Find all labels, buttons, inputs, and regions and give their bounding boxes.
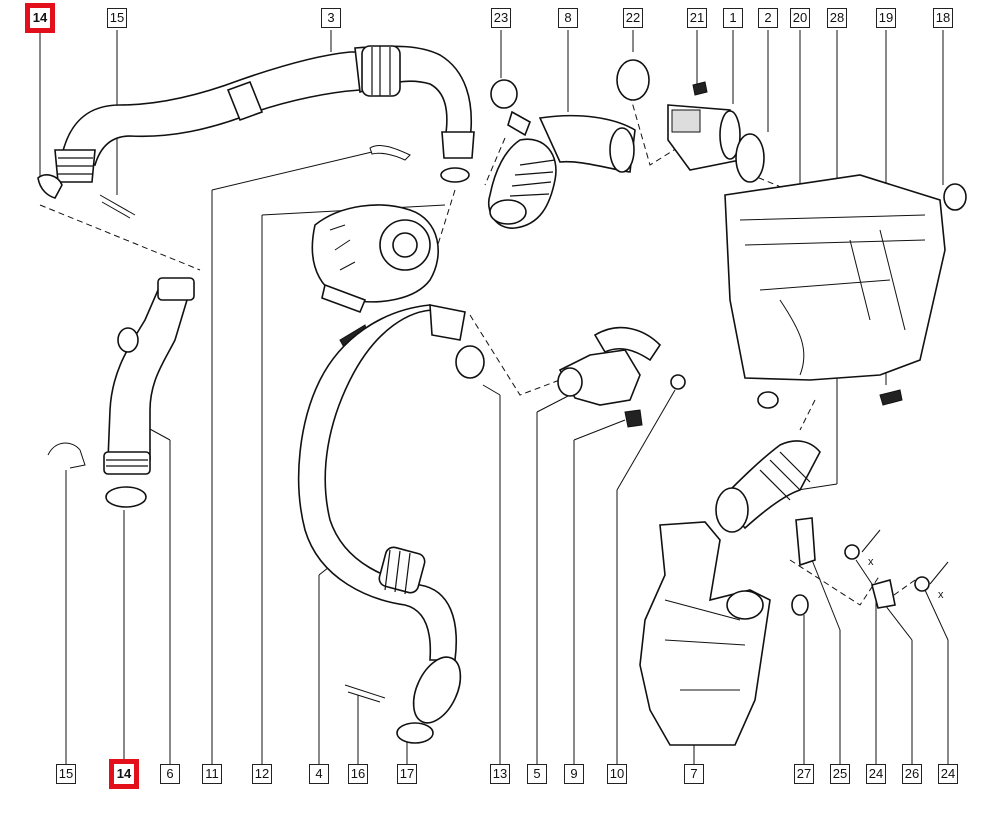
callout-top-23: 23 [491,8,511,28]
callout-top-18: 18 [933,8,953,28]
bolt-19 [879,389,903,406]
callout-top-3: 3 [321,8,341,28]
callout-bottom-27: 27 [794,764,814,784]
callout-bottom-13: 13 [490,764,510,784]
seal-17 [396,722,434,744]
intake-elbow [488,110,636,229]
callout-bottom-24a: 24 [866,764,886,784]
callout-bottom-24b: 24 [938,764,958,784]
marker-x-1: x [868,556,874,568]
callout-bottom-6: 6 [160,764,180,784]
callout-bottom-10: 10 [607,764,627,784]
callout-bottom-5: 5 [527,764,547,784]
hose-clamp-23 [490,79,518,109]
arrow-ticks [861,529,949,585]
marker-x-2: x [938,589,944,601]
nut-24b [914,576,930,592]
seal-ring-14 [105,486,147,508]
callout-top-8: 8 [558,8,578,28]
lower-intake-hose [297,304,466,724]
upper-intake-hose [54,45,475,183]
callout-bottom-26: 26 [902,764,922,784]
nut-10 [670,374,686,390]
nut-24a [844,544,860,560]
pin [99,194,136,219]
callout-bottom-14: 14 [109,759,139,789]
seal-ring [440,167,470,183]
callout-bottom-16: 16 [348,764,368,784]
turbocharger [311,204,439,314]
callout-top-28: 28 [827,8,847,28]
clip-15 [47,442,86,469]
air-box-7 [639,521,771,746]
callout-top-14: 14 [25,3,55,33]
seal-2 [735,133,765,183]
pin-16 [344,684,386,703]
clip [37,174,63,199]
bolt-9 [624,409,643,428]
leader-lines [39,30,949,765]
pipe-6 [103,277,195,475]
hose-clamp-13 [455,345,485,379]
engine-block [724,174,946,381]
callout-top-22: 22 [623,8,643,28]
hose-clamp-22 [616,59,650,101]
callout-bottom-12: 12 [252,764,272,784]
screw-21 [692,81,708,96]
callout-top-1: 1 [723,8,743,28]
callout-top-15: 15 [107,8,127,28]
callout-bottom-17: 17 [397,764,417,784]
airflow-meter [667,104,741,171]
callout-top-19: 19 [876,8,896,28]
callout-top-2: 2 [758,8,778,28]
grommet-27 [791,594,809,616]
callout-bottom-7: 7 [684,764,704,784]
connector-hose-28 [715,440,821,533]
bracket-26 [871,578,896,609]
valve-5 [557,326,662,406]
bracket-25 [795,517,816,567]
callout-bottom-9: 9 [564,764,584,784]
callout-bottom-25: 25 [830,764,850,784]
callout-bottom-11: 11 [202,764,222,784]
washer-20 [757,391,779,409]
retaining-wire [369,145,411,161]
callout-bottom-4: 4 [309,764,329,784]
callout-bottom-15: 15 [56,764,76,784]
callout-top-21: 21 [687,8,707,28]
plug-18 [943,183,967,211]
callout-top-20: 20 [790,8,810,28]
